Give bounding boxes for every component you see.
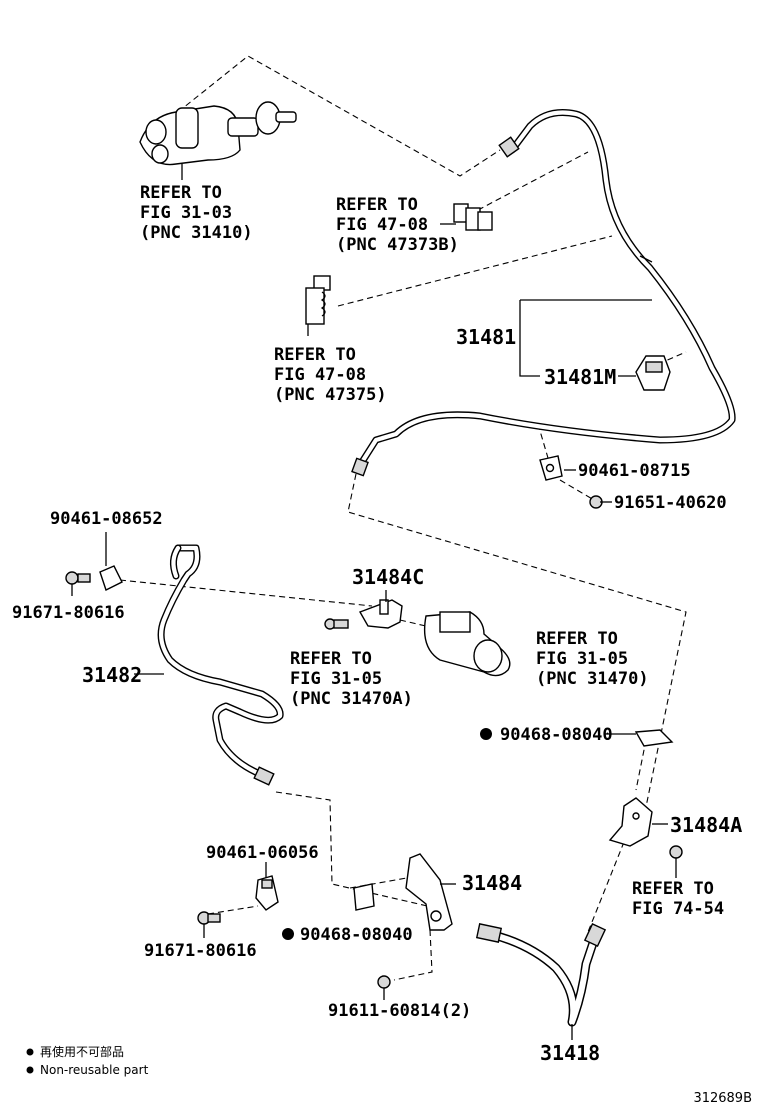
ref-line-1: REFER TO <box>290 649 372 669</box>
ref-line-1: REFER TO <box>140 183 222 203</box>
clip-90468-08040-b-illustration <box>282 883 375 940</box>
part-label-90468-08040-a: 90468-08040 <box>500 725 613 745</box>
clamp-31481m-illustration <box>635 355 671 391</box>
part-label-90461-08652: 90461-08652 <box>50 509 163 529</box>
clamp-47373b-illustration <box>440 203 493 231</box>
part-label-31482: 31482 <box>82 663 142 687</box>
clamp-90461-08715-illustration <box>539 455 563 481</box>
ref-line-1: REFER TO <box>336 195 418 215</box>
part-label-90461-06056: 90461-06056 <box>206 843 319 863</box>
bolt-91671-80616-a-illustration <box>65 571 91 596</box>
part-label-91611-60814: 91611-60814(2) <box>328 1001 471 1021</box>
bolt-91671-80616-b-illustration <box>197 911 221 938</box>
part-label-91651-40620: 91651-40620 <box>614 493 727 513</box>
part-label-31484a: 31484A <box>670 813 742 837</box>
part-label-31418: 31418 <box>540 1041 600 1065</box>
clip-90468-08040-a-illustration <box>480 728 674 747</box>
ref-line-3: (PNC 31470A) <box>290 689 413 709</box>
clamp-90461-06056-illustration <box>255 862 279 911</box>
ref-line-2: FIG 47-08 <box>336 215 428 235</box>
clamp-47375-reference: REFER TO FIG 47-08 (PNC 47375) <box>274 345 387 405</box>
release-cylinder-illustration <box>324 611 511 677</box>
leader-lines <box>134 299 652 1040</box>
dashed-reference-lines <box>119 55 687 981</box>
non-reusable-dot-icon <box>26 1048 34 1056</box>
clutch-master-cylinder-illustration <box>139 101 297 180</box>
part-label-31481m: 31481M <box>544 365 616 389</box>
clamp-47375-illustration <box>305 275 331 336</box>
legend: 再使用不可部品 Non-reusable part <box>26 1044 149 1077</box>
part-label-91671-80616-a: 91671-80616 <box>12 603 125 623</box>
ref-line-3: (PNC 47375) <box>274 385 387 405</box>
part-label-31484: 31484 <box>462 871 522 895</box>
ref-line-2: FIG 31-03 <box>140 203 232 223</box>
ref-line-2: FIG 47-08 <box>274 365 366 385</box>
non-reusable-dot-icon <box>26 1066 34 1074</box>
release-31470a-reference: REFER TO FIG 31-05 (PNC 31470A) <box>290 649 413 709</box>
clamp-47373b-reference: REFER TO FIG 47-08 (PNC 47373B) <box>336 195 459 255</box>
fig-74-54-reference: REFER TO FIG 74-54 <box>632 879 724 919</box>
figure-id: 312689B <box>693 1091 752 1106</box>
part-label-90468-08040-b: 90468-08040 <box>300 925 413 945</box>
bracket-31484c-illustration <box>358 590 403 629</box>
ref-line-1: REFER TO <box>274 345 356 365</box>
hose-31418 <box>475 922 607 1027</box>
pipe-31482 <box>157 544 284 786</box>
pipe-31481 <box>351 109 736 477</box>
bolt-91611-60814-illustration <box>377 975 391 1000</box>
ref-line-3: (PNC 31470) <box>536 669 649 689</box>
release-31470-reference: REFER TO FIG 31-05 (PNC 31470) <box>536 629 649 689</box>
legend-jp: 再使用不可部品 <box>40 1044 124 1059</box>
ref-line-1: REFER TO <box>536 629 618 649</box>
bracket-31484-illustration <box>405 853 456 931</box>
clamp-90461-08652-illustration <box>99 532 123 591</box>
part-label-31481: 31481 <box>456 325 516 349</box>
part-label-90461-08715: 90461-08715 <box>578 461 691 481</box>
ref-line-2: FIG 31-05 <box>290 669 382 689</box>
ref-line-2: FIG 31-05 <box>536 649 628 669</box>
ref-line-2: FIG 74-54 <box>632 899 724 919</box>
ref-line-1: REFER TO <box>632 879 714 899</box>
ref-line-3: (PNC 47373B) <box>336 235 459 255</box>
part-label-91671-80616-b: 91671-80616 <box>144 941 257 961</box>
ref-line-3: (PNC 31410) <box>140 223 253 243</box>
legend-en: Non-reusable part <box>40 1063 149 1077</box>
part-label-31484c: 31484C <box>352 565 424 589</box>
clutch-master-reference: REFER TO FIG 31-03 (PNC 31410) <box>140 183 253 243</box>
bracket-31484a-illustration <box>608 797 683 878</box>
